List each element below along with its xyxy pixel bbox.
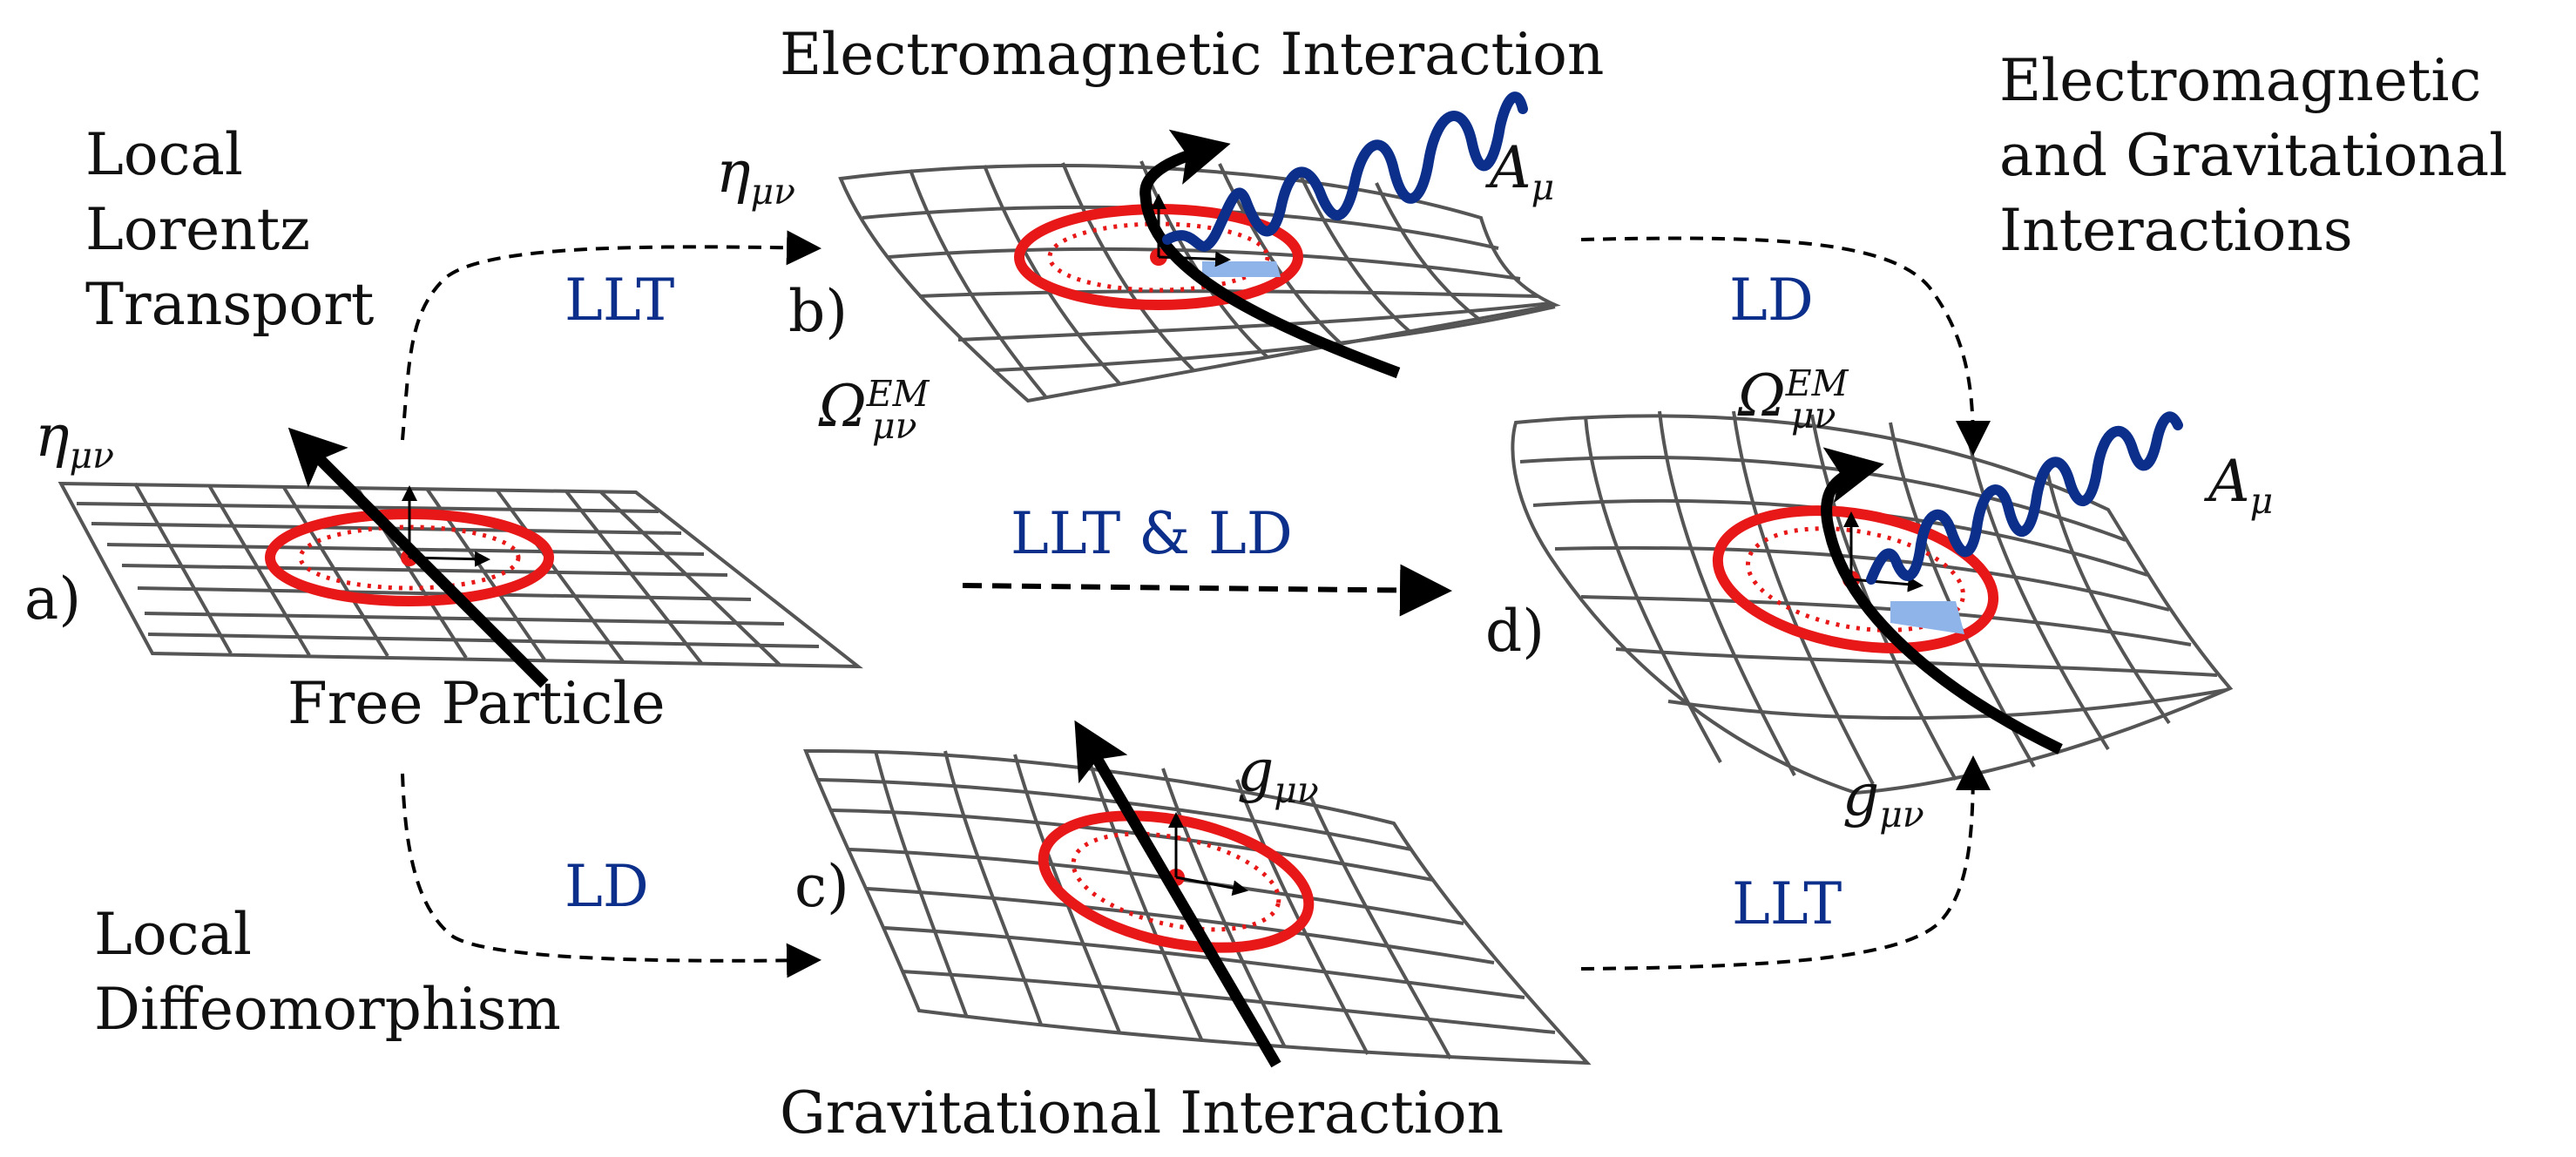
wavy-patch-d: [1890, 601, 1964, 634]
tetrad-horizontal-b: [1158, 251, 1231, 267]
arrow-label-llt-bottom: LLT: [1732, 870, 1842, 937]
panel-label-b: b): [788, 278, 848, 345]
label-em-and-grav: Electromagnetic and Gravitational Intera…: [1999, 52, 2507, 260]
symbol-eta-panel-b: ημν: [716, 139, 795, 213]
tetrad-horizontal-a: [409, 551, 490, 567]
symbol-g-panel-c: gμν: [1237, 737, 1319, 812]
worldline-panel-d: [1821, 447, 2063, 754]
arrow-label-llt-top: LLT: [565, 267, 675, 334]
em-and-grav-line-2: and Gravitational: [1999, 122, 2508, 189]
worldline-panel-a: [287, 427, 549, 688]
symbol-a-panel-b: Aμ: [1490, 134, 1555, 209]
arrow-llt-bottom: [1580, 755, 1991, 971]
llt-line-1: Local: [85, 121, 243, 188]
title-electromagnetic-interaction: Electromagnetic Interaction: [780, 21, 1605, 88]
gauge-wave-panel-b: [1162, 91, 1528, 252]
label-local-lorentz-transport: Local Lorentz Transport: [85, 126, 374, 334]
ld-line-1: Local: [94, 901, 252, 968]
grid-curved-panel-c: [803, 748, 1592, 1066]
worldline-panel-c: [1074, 720, 1281, 1068]
tetrad-horizontal-c: [1175, 876, 1248, 897]
symbol-omega-panel-d: ΩEMμν: [1738, 362, 1849, 437]
symbol-a-panel-d: Aμ: [2208, 448, 2274, 523]
label-free-particle: Free Particle: [287, 670, 666, 737]
arrow-label-ld-top: LD: [1729, 267, 1814, 334]
llt-line-3: Transport: [85, 271, 375, 338]
label-local-diffeomorphism: Local Diffeomorphism: [94, 906, 561, 1039]
symbol-omega-panel-b: ΩEMμν: [819, 373, 930, 448]
arrow-label-llt-ld: LLT & LD: [1011, 500, 1293, 567]
llt-line-2: Lorentz: [85, 196, 310, 263]
title-gravitational-interaction: Gravitational Interaction: [780, 1079, 1504, 1147]
wavy-patch-b: [1202, 261, 1281, 277]
arrow-label-ld-bottom: LD: [565, 853, 649, 920]
symbol-eta-panel-a: ημν: [35, 403, 114, 477]
panel-label-c: c): [794, 853, 849, 920]
gauge-wave-panel-d: [1866, 411, 2183, 585]
em-and-grav-line-3: Interactions: [1999, 197, 2353, 264]
arrow-llt-top: [401, 230, 821, 441]
tetrad-horizontal-d: [1850, 576, 1924, 592]
symbol-g-panel-d: gμν: [1842, 761, 1924, 836]
ld-line-2: Diffeomorphism: [94, 976, 561, 1043]
arrow-ld-top: [1580, 236, 1991, 456]
grid-flat-panel-a: [57, 481, 863, 669]
panel-label-d: d): [1485, 598, 1545, 665]
em-and-grav-line-1: Electromagnetic: [1999, 47, 2482, 114]
panel-label-a: a): [24, 565, 82, 633]
arrow-llt-ld: [962, 564, 1452, 617]
